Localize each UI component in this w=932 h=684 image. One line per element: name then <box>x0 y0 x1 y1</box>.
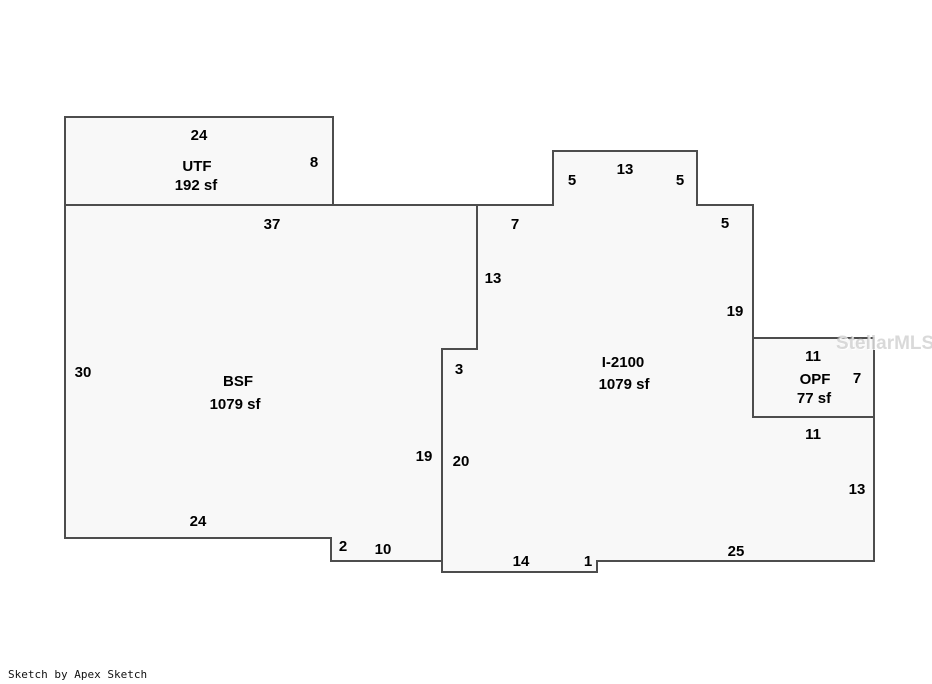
region-name-opf: OPF <box>800 371 831 388</box>
dimension-label-17: 11 <box>805 348 821 365</box>
region-name-bsf: BSF <box>223 373 253 390</box>
stellar-mls-watermark: StellarMLS <box>836 333 932 354</box>
dimension-label-23: 14 <box>513 553 530 570</box>
region-outline-opf <box>752 337 875 418</box>
dimension-label-22: 1 <box>584 553 592 570</box>
dimension-label-8: 20 <box>453 453 470 470</box>
dimension-label-21: 25 <box>728 543 745 560</box>
region-area-bsf: 1079 sf <box>210 396 262 413</box>
region-name-i-2100: I-2100 <box>602 354 645 371</box>
region-area-i-2100: 1079 sf <box>599 376 651 393</box>
dimension-label-19: 11 <box>805 426 821 443</box>
dimension-label-12: 5 <box>568 172 576 189</box>
sketch-credit-text: Sketch by Apex Sketch <box>8 668 148 681</box>
region-area-opf: 77 sf <box>797 390 832 407</box>
dimension-label-11: 7 <box>511 216 519 233</box>
region-outline-bsf <box>64 204 478 562</box>
dimension-label-20: 13 <box>849 481 866 498</box>
dimension-label-1: 8 <box>310 154 318 171</box>
dimension-label-6: 10 <box>375 541 392 558</box>
region-name-utf: UTF <box>182 158 211 175</box>
dimension-label-4: 24 <box>190 513 207 530</box>
dimension-label-5: 2 <box>339 538 347 555</box>
dimension-label-18: 7 <box>853 370 861 387</box>
dimension-label-3: 30 <box>75 364 92 381</box>
dimension-label-16: 19 <box>727 303 744 320</box>
dimension-label-15: 5 <box>721 215 729 232</box>
dimension-label-0: 24 <box>191 127 208 144</box>
dimension-label-9: 3 <box>455 361 463 378</box>
dimension-label-14: 5 <box>676 172 684 189</box>
dimension-label-7: 19 <box>416 448 433 465</box>
dimension-label-2: 37 <box>264 216 281 233</box>
dimension-label-10: 13 <box>485 270 502 287</box>
dimension-label-13: 13 <box>617 161 634 178</box>
region-area-utf: 192 sf <box>175 177 219 194</box>
